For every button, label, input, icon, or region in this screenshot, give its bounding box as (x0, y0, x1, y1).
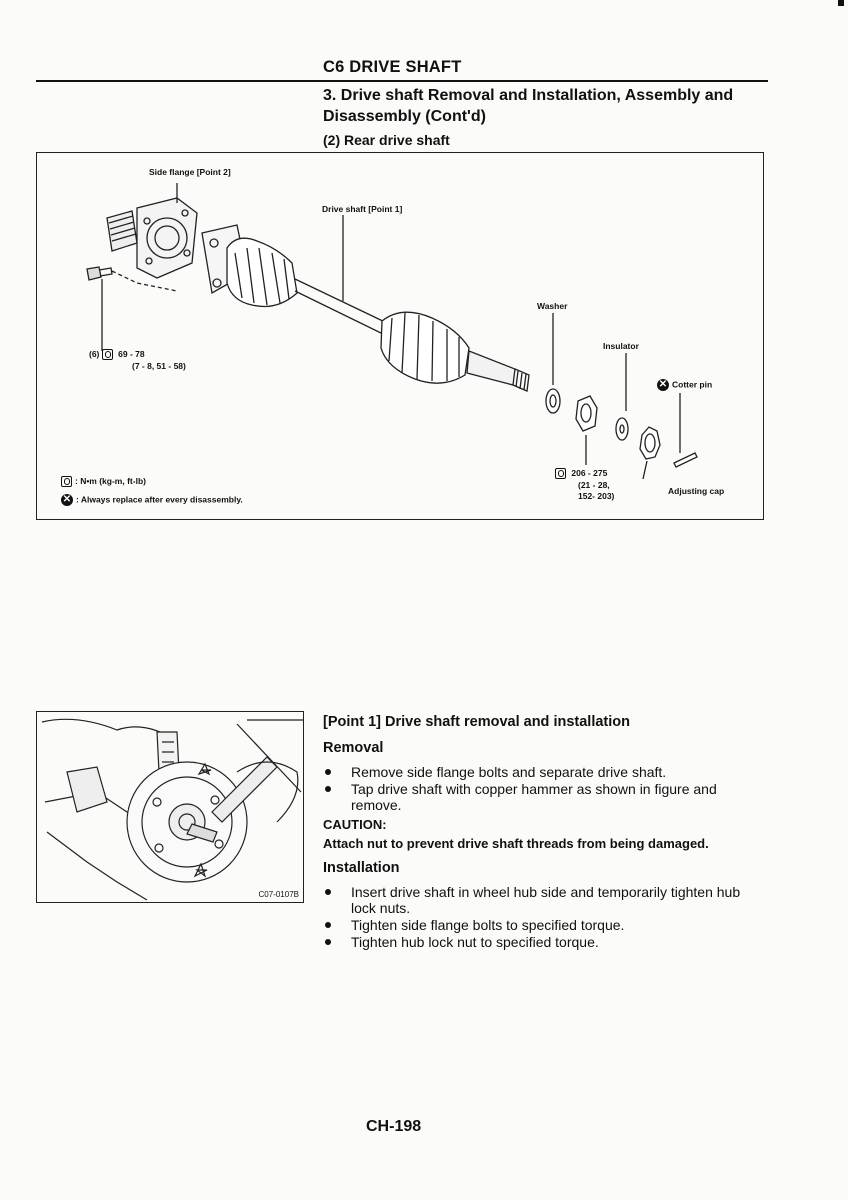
installation-heading: Installation (323, 860, 400, 876)
corner-mark (838, 0, 844, 6)
point-heading: [Point 1] Drive shaft removal and instal… (323, 714, 630, 730)
caution-label: CAUTION: (323, 817, 387, 832)
legend-torque: : N•m (kg-m, ft-lb) (61, 476, 146, 488)
exploded-view-figure: Side flange [Point 2] Drive shaft [Point… (36, 152, 764, 520)
hub-nut-torque-alt-2: 152- 203) (578, 491, 615, 501)
installation-steps: Insert drive shaft in wheel hub side and… (323, 884, 768, 951)
bolt-count: (6) (89, 349, 100, 359)
list-item: Insert drive shaft in wheel hub side and… (323, 884, 768, 916)
torque-wrench-icon (61, 476, 72, 488)
flange-bolt-torque: (6) 69 - 78 (89, 349, 145, 361)
figure-code: C07-0107B (257, 890, 300, 899)
torque-wrench-icon (555, 468, 566, 480)
insulator-label: Insulator (603, 341, 639, 351)
header-rule (36, 80, 768, 82)
removal-heading: Removal (323, 740, 384, 756)
removal-steps: Remove side flange bolts and separate dr… (323, 764, 768, 814)
drive-shaft-diagram (86, 183, 698, 480)
flange-torque-nm: 69 - 78 (118, 349, 145, 359)
page-subtitle: 3. Drive shaft Removal and Installation,… (323, 87, 734, 125)
adjusting-cap-label: Adjusting cap (668, 486, 725, 496)
legend-replace: ✕: Always replace after every disassembl… (61, 494, 243, 506)
do-not-reuse-icon: ✕ (657, 379, 669, 391)
do-not-reuse-icon: ✕ (61, 494, 73, 506)
list-item: Tighten hub lock nut to specified torque… (323, 934, 768, 950)
washer-label: Washer (537, 301, 568, 311)
drive-shaft-label: Drive shaft [Point 1] (322, 204, 403, 214)
hub-nut-torque: 206 - 275 (555, 468, 607, 480)
hammer-tap-illustration (41, 718, 303, 901)
list-item: Remove side flange bolts and separate dr… (323, 764, 768, 780)
subsection-title: (2) Rear drive shaft (323, 132, 450, 148)
cotter-pin-label: ✕Cotter pin (657, 379, 713, 391)
section-title: C6 DRIVE SHAFT (323, 58, 462, 76)
hub-nut-torque-alt-1: (21 - 28, (578, 480, 610, 490)
page-number: CH-198 (366, 1118, 422, 1135)
hammer-photo-figure: C07-0107B (36, 711, 304, 903)
torque-wrench-icon (101, 349, 113, 361)
flange-torque-alt: (7 - 8, 51 - 58) (132, 361, 186, 371)
caution-text: Attach nut to prevent drive shaft thread… (323, 836, 709, 851)
list-item: Tighten side flange bolts to specified t… (323, 917, 768, 933)
list-item: Tap drive shaft with copper hammer as sh… (323, 781, 768, 813)
side-flange-label: Side flange [Point 2] (149, 167, 231, 177)
